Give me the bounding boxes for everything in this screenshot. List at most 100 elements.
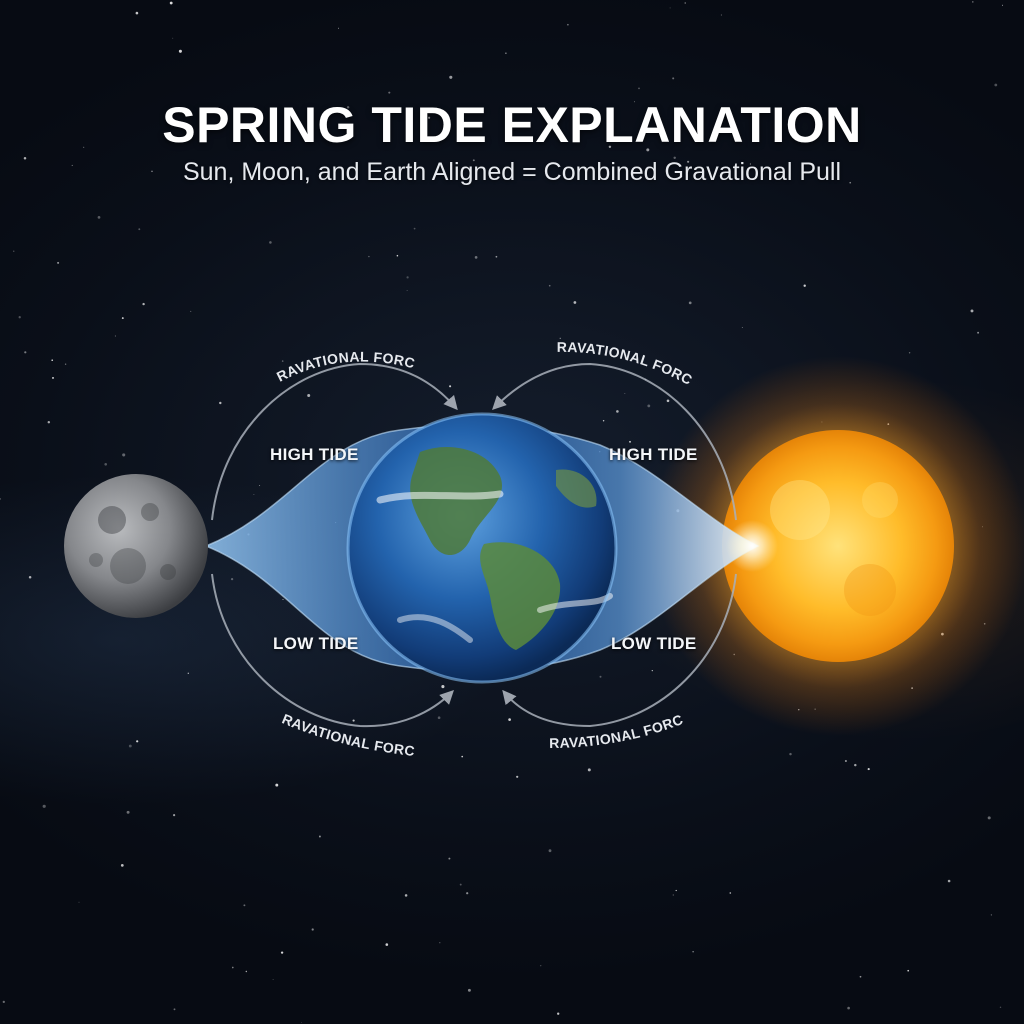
star bbox=[114, 335, 116, 337]
star bbox=[269, 241, 272, 244]
star bbox=[741, 327, 743, 329]
star bbox=[428, 116, 431, 119]
star bbox=[280, 951, 284, 954]
star bbox=[573, 301, 577, 304]
star bbox=[1001, 4, 1004, 6]
star bbox=[688, 301, 692, 305]
star bbox=[467, 988, 471, 992]
star bbox=[508, 718, 511, 721]
star bbox=[352, 719, 355, 722]
star bbox=[23, 156, 27, 160]
star bbox=[749, 163, 751, 165]
star bbox=[587, 768, 591, 772]
star bbox=[47, 420, 51, 424]
star bbox=[548, 849, 552, 853]
star bbox=[272, 978, 274, 980]
star bbox=[245, 970, 247, 973]
star bbox=[633, 101, 636, 103]
sun-flare bbox=[726, 520, 778, 572]
sun bbox=[648, 356, 1024, 736]
star bbox=[947, 879, 951, 883]
star bbox=[684, 2, 686, 4]
star bbox=[474, 256, 478, 259]
star bbox=[128, 744, 132, 748]
star bbox=[646, 148, 650, 152]
star bbox=[281, 360, 284, 362]
star bbox=[461, 755, 464, 758]
star bbox=[368, 255, 370, 258]
star bbox=[672, 77, 675, 80]
star bbox=[219, 401, 222, 405]
star bbox=[83, 146, 85, 148]
star bbox=[441, 685, 445, 689]
star bbox=[907, 969, 910, 972]
star bbox=[666, 399, 670, 403]
star bbox=[64, 363, 67, 365]
earth bbox=[346, 412, 618, 684]
star bbox=[135, 11, 139, 15]
star bbox=[338, 27, 339, 29]
star bbox=[867, 768, 870, 771]
star bbox=[178, 49, 182, 53]
star bbox=[808, 139, 811, 141]
star bbox=[13, 250, 15, 252]
star bbox=[97, 216, 101, 219]
force-label-top-right: GRAVATIONAL FORCE bbox=[0, 0, 695, 388]
star bbox=[472, 159, 475, 162]
high-tide-label-right: HIGH TIDE bbox=[609, 445, 698, 464]
force-arrows bbox=[211, 362, 737, 728]
star bbox=[243, 904, 246, 907]
star bbox=[413, 227, 416, 230]
star bbox=[999, 1006, 1002, 1009]
star bbox=[972, 1, 974, 3]
star bbox=[987, 816, 991, 820]
page-title: SPRING TIDE EXPLANATION bbox=[162, 97, 862, 153]
star bbox=[122, 453, 126, 457]
star bbox=[495, 255, 498, 258]
star bbox=[437, 716, 441, 720]
star bbox=[138, 228, 141, 231]
arc-top-left bbox=[211, 362, 458, 521]
low-tide-label-left: LOW TIDE bbox=[273, 634, 359, 653]
star bbox=[990, 914, 993, 916]
star bbox=[172, 37, 174, 39]
star bbox=[638, 87, 640, 90]
star bbox=[557, 1012, 560, 1015]
star bbox=[720, 14, 722, 16]
star bbox=[849, 181, 852, 184]
star bbox=[126, 810, 130, 814]
page-subtitle: Sun, Moon, and Earth Aligned = Combined … bbox=[182, 158, 842, 186]
star bbox=[275, 783, 279, 787]
star bbox=[259, 484, 261, 487]
high-tide-label-left: HIGH TIDE bbox=[270, 445, 359, 464]
star bbox=[624, 393, 626, 394]
star bbox=[406, 276, 409, 279]
star bbox=[396, 254, 399, 257]
star bbox=[253, 494, 255, 495]
star bbox=[404, 894, 408, 897]
star bbox=[187, 672, 189, 674]
star bbox=[789, 752, 792, 756]
star bbox=[449, 75, 453, 79]
star bbox=[71, 164, 73, 166]
star bbox=[301, 1022, 302, 1023]
star bbox=[18, 316, 21, 319]
arc-bottom-left bbox=[211, 573, 454, 728]
force-label-top-left: GRAVATIONAL FORCE bbox=[0, 0, 417, 385]
star bbox=[136, 740, 139, 743]
star bbox=[692, 951, 694, 953]
star bbox=[142, 302, 145, 306]
star bbox=[672, 894, 674, 896]
star bbox=[994, 83, 998, 87]
star bbox=[190, 310, 192, 312]
arc-top-right bbox=[492, 362, 737, 521]
star bbox=[121, 317, 124, 320]
star bbox=[311, 928, 314, 931]
star bbox=[599, 675, 602, 678]
moon bbox=[64, 474, 208, 618]
star bbox=[629, 440, 631, 443]
star bbox=[516, 775, 519, 778]
star bbox=[459, 883, 462, 886]
